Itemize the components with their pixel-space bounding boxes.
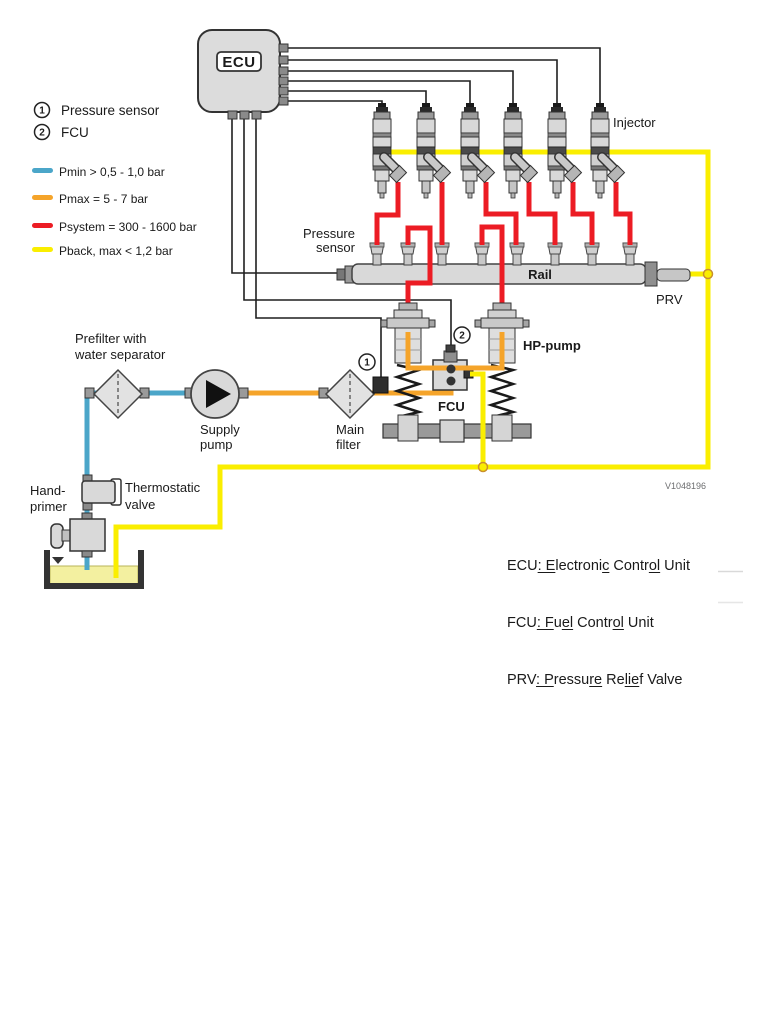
supply-pump bbox=[184, 369, 249, 419]
legend-swatch-psystem bbox=[32, 223, 53, 228]
high-pressure-lines bbox=[374, 182, 633, 304]
rail-port-8 bbox=[622, 242, 638, 266]
fluid-level-symbol bbox=[52, 557, 64, 564]
legend-item-2-label: FCU bbox=[61, 125, 89, 140]
hp-line-pump-left bbox=[405, 225, 433, 304]
prefilter-label-2: water separator bbox=[74, 347, 166, 362]
ecu-wire-injector-5 bbox=[288, 59, 558, 104]
low-pressure-sensor bbox=[372, 376, 389, 394]
badge-1: 1 bbox=[358, 353, 376, 371]
fcu-port-bottom bbox=[446, 376, 456, 386]
hand-primer-label-2: primer bbox=[30, 499, 68, 514]
hp-line-injector-3 bbox=[483, 182, 519, 245]
supply-pump-label-1: Supply bbox=[200, 422, 240, 437]
fcu-drain-line bbox=[470, 371, 486, 467]
rail bbox=[336, 261, 691, 287]
rail-port-4 bbox=[474, 242, 490, 266]
ecu-wire-rail-sensor bbox=[231, 119, 337, 274]
rail-end-nut bbox=[644, 261, 658, 287]
ecu-wire-injector-2 bbox=[288, 90, 427, 104]
drain-junction bbox=[477, 461, 489, 473]
injector-label: Injector bbox=[613, 115, 656, 130]
hp-line-injector-6 bbox=[613, 182, 633, 245]
fcu-label: FCU bbox=[438, 399, 465, 414]
fcu-port-top bbox=[446, 364, 456, 374]
prefilter-label-1: Prefilter with bbox=[75, 331, 147, 346]
hp-pump-element-left bbox=[379, 301, 437, 443]
thermostatic-valve bbox=[81, 474, 122, 511]
legend-item-1: 1 Pressure sensor bbox=[33, 101, 160, 119]
abbreviation-block: ECU: Electronic Control Unit FCU: Fuel C… bbox=[507, 519, 690, 709]
legend-pback-label: Pback, max < 1,2 bar bbox=[59, 244, 173, 258]
thermostatic-label-2: valve bbox=[125, 497, 155, 512]
prefilter bbox=[84, 368, 150, 420]
rail-port-3 bbox=[434, 242, 450, 266]
rail-port-5 bbox=[509, 242, 525, 266]
rail-port-6 bbox=[547, 242, 563, 266]
tank-walls bbox=[44, 550, 144, 589]
svg-text:1: 1 bbox=[364, 358, 370, 369]
ecu-label: ECU bbox=[222, 54, 255, 71]
rail-label: Rail bbox=[528, 267, 552, 282]
ecu-wire-injector-1 bbox=[288, 100, 383, 104]
hp-line-injector-1 bbox=[374, 182, 401, 245]
thermostatic-label-1: Thermostatic bbox=[125, 480, 201, 495]
main-filter-label-2: filter bbox=[336, 437, 361, 452]
legend-pmin-label: Pmin > 0,5 - 1,0 bar bbox=[59, 165, 165, 179]
figure-code: V1048196 bbox=[665, 481, 706, 491]
pressure-sensor-label-1: Pressure bbox=[303, 226, 355, 241]
hand-primer bbox=[50, 512, 106, 558]
tank-fluid bbox=[49, 565, 139, 585]
pressure-legend: Pmin > 0,5 - 1,0 bar Pmax = 5 - 7 bar Ps… bbox=[32, 165, 197, 258]
prv-junction bbox=[702, 268, 714, 280]
badge-2: 2 bbox=[453, 326, 471, 344]
hp-line-pump-right bbox=[479, 224, 505, 304]
hp-line-injector-5 bbox=[570, 182, 595, 245]
ecu-wire-injector-6 bbox=[288, 47, 601, 104]
legend-swatch-pback bbox=[32, 247, 53, 252]
ecu-nameplate bbox=[216, 51, 262, 72]
main-filter bbox=[318, 368, 389, 420]
rail-port-7 bbox=[584, 242, 600, 266]
ecu-wire-injector-3 bbox=[288, 80, 471, 104]
legend-psystem-label: Psystem = 300 - 1600 bar bbox=[59, 220, 197, 234]
rail-port-2 bbox=[400, 242, 416, 266]
abbreviation-line-ecu: ECU: Electronic Control Unit bbox=[507, 558, 690, 574]
ecu-wire-pressure-sensor-1 bbox=[255, 119, 382, 377]
fcu-solenoid bbox=[443, 350, 458, 363]
supply-pump-label-2: pump bbox=[200, 437, 233, 452]
ecu-box: ECU bbox=[197, 29, 289, 120]
legend-item-2: 2 FCU bbox=[33, 123, 89, 141]
legend-swatch-pmin bbox=[32, 168, 53, 173]
ecu-wire-fcu bbox=[243, 119, 452, 346]
abbreviation-line-prv: PRV: Pressure Relief Valve bbox=[507, 672, 683, 688]
rail-body bbox=[351, 263, 647, 285]
rail-port-1 bbox=[369, 242, 385, 266]
legend-swatch-pmax bbox=[32, 195, 53, 200]
hand-primer-label-1: Hand- bbox=[30, 483, 65, 498]
pump-flow-arrow bbox=[206, 380, 231, 408]
fuel-tank bbox=[44, 550, 144, 589]
legend-pmax-label: Pmax = 5 - 7 bar bbox=[59, 192, 148, 206]
ecu-wire-injector-4 bbox=[288, 70, 514, 104]
ecu-wiring bbox=[231, 47, 601, 377]
hp-line-injector-4 bbox=[526, 182, 558, 245]
main-filter-label-1: Main bbox=[336, 422, 364, 437]
svg-text:2: 2 bbox=[39, 128, 45, 139]
pressure-sensor-label-2: sensor bbox=[316, 240, 356, 255]
pback-return-line bbox=[113, 149, 711, 578]
svg-text:2: 2 bbox=[459, 331, 465, 342]
prv bbox=[656, 268, 691, 282]
hp-pump-label: HP-pump bbox=[523, 338, 581, 353]
svg-text:1: 1 bbox=[39, 106, 45, 117]
abbreviation-line-fcu: FCU: Fuel Control Unit bbox=[507, 615, 654, 631]
legend-item-1-label: Pressure sensor bbox=[61, 103, 160, 118]
prv-label: PRV bbox=[656, 292, 683, 307]
